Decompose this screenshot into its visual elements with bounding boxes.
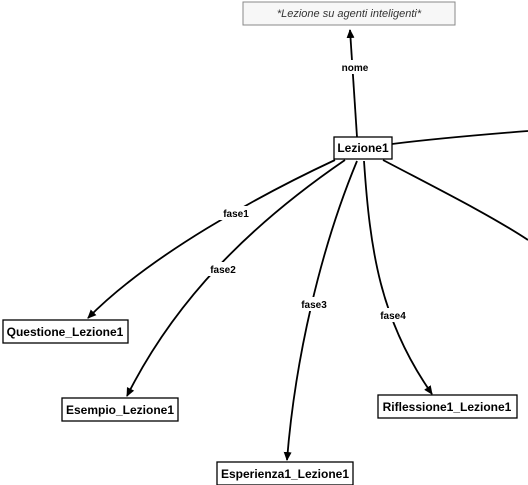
node-questione[interactable]: Questione_Lezione1 <box>2 319 129 344</box>
edge-label-fase1: fase1 <box>223 209 249 220</box>
node-esperienza-label: Esperienza1_Lezione1 <box>221 467 349 481</box>
edge-label-fase2: fase2 <box>210 265 236 276</box>
edge-label-fase3: fase3 <box>301 300 327 311</box>
node-esempio-label: Esempio_Lezione1 <box>66 403 174 417</box>
edge-fase4 <box>363 160 433 395</box>
edge-nome <box>346 29 358 138</box>
edge-label-fase4: fase4 <box>380 311 406 322</box>
node-lezione1[interactable]: Lezione1 <box>333 136 393 160</box>
node-esempio[interactable]: Esempio_Lezione1 <box>61 397 179 422</box>
edge-fase2 <box>126 159 346 397</box>
node-esperienza[interactable]: Esperienza1_Lezione1 <box>216 461 354 485</box>
edge-fase1 <box>87 159 336 319</box>
edge-labels-group: nome fase1 fase2 fase3 fase4 <box>206 60 410 322</box>
node-lezione1-label: Lezione1 <box>337 141 389 155</box>
edge-offscreen-right-lower <box>382 159 528 241</box>
edge-label-nome: nome <box>342 63 369 74</box>
node-riflessione-label: Riflessione1_Lezione1 <box>383 400 512 414</box>
literal-node-label: *Lezione su agenti inteligenti* <box>277 8 422 20</box>
node-riflessione[interactable]: Riflessione1_Lezione1 <box>377 394 518 419</box>
literal-node[interactable]: *Lezione su agenti inteligenti* <box>242 1 456 26</box>
edge-offscreen-right-upper <box>391 130 528 145</box>
node-questione-label: Questione_Lezione1 <box>7 325 124 339</box>
